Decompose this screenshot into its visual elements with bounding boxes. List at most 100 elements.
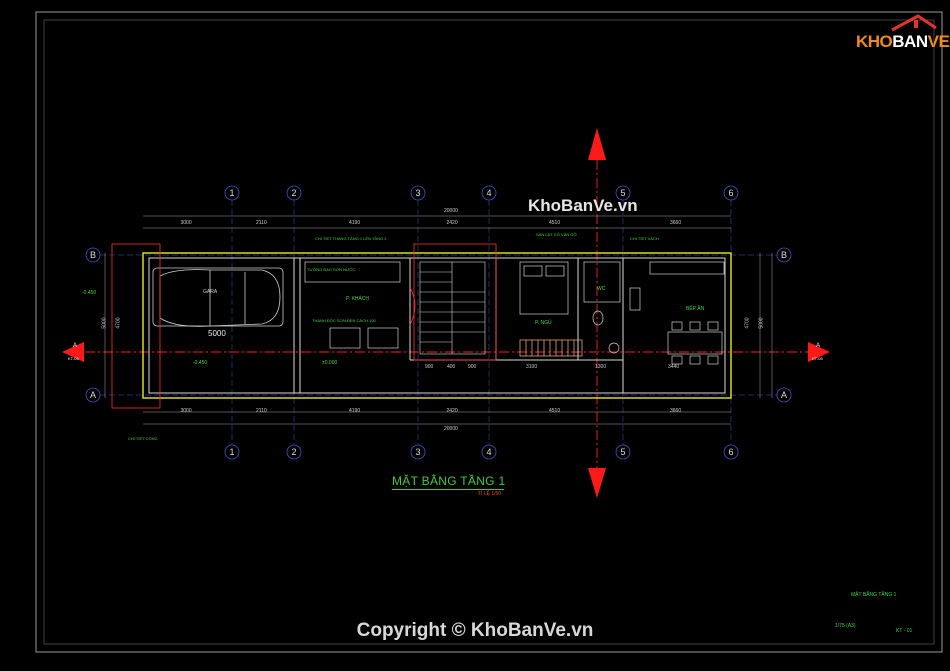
axis-right-A-label: A xyxy=(781,390,787,400)
watermark-text: KhoBanVe.vn xyxy=(528,196,638,215)
dim-bottom-1: 2110 xyxy=(256,408,267,414)
stair-red-frame xyxy=(413,243,497,361)
axis-bottom-2-label: 2 xyxy=(291,447,296,457)
garage-dim: 5000 xyxy=(208,329,226,338)
svg-text:CHI TIẾT THANG TẦNG 1 LÊN TẦNG: CHI TIẾT THANG TẦNG 1 LÊN TẦNG 2 xyxy=(315,236,387,241)
axis-right-B-label: B xyxy=(781,250,787,260)
staircase xyxy=(419,261,486,355)
axis-top-2-bubble xyxy=(286,185,302,201)
svg-text:SÀN LÁT GỖ VÂN GỖ: SÀN LÁT GỖ VÂN GỖ xyxy=(536,232,577,237)
room-dim-0: 3100 xyxy=(526,364,538,370)
titleblock-name: MẶT BẰNG TẦNG 1 xyxy=(851,592,897,598)
bedroom-furniture xyxy=(519,261,569,315)
wc-fixtures xyxy=(583,261,641,354)
section-sheet-left: KT-05 xyxy=(68,356,79,361)
room-dim-2: 3440 xyxy=(668,364,680,370)
garage-red-frame xyxy=(111,243,161,409)
axis-left-B-label: B xyxy=(90,250,96,260)
dim-bottom-4: 4510 xyxy=(549,408,561,414)
section-mark-left: A xyxy=(73,343,78,349)
room-wc: WC xyxy=(597,286,606,292)
dim-bottom-total: 20000 xyxy=(444,426,458,432)
axis-bottom-5-bubble xyxy=(615,444,631,460)
axis-top-2-label: 2 xyxy=(291,188,296,198)
room-living: P. KHÁCH xyxy=(346,296,369,302)
axis-bottom-6-bubble xyxy=(723,444,739,460)
house-roof-icon xyxy=(891,14,937,32)
dim-top-2: 4190 xyxy=(349,220,361,226)
stair-dim-1: 400 xyxy=(447,364,456,370)
dim-top-5: 3660 xyxy=(670,220,682,226)
dim-top-3: 2420 xyxy=(446,220,458,226)
dim-top-1: 2110 xyxy=(256,220,267,226)
axis-right-A-bubble xyxy=(776,387,792,403)
room-garage: GARA xyxy=(203,289,218,295)
drawing-title: MẶT BẰNG TẦNG 1 xyxy=(392,474,506,488)
dimension-lines xyxy=(104,215,773,425)
section-marks xyxy=(62,128,830,498)
copyright-text: Copyright © KhoBanVe.vn xyxy=(356,620,594,641)
svg-text:CHI TIẾT CỔNG: CHI TIẾT CỔNG xyxy=(128,436,158,441)
axis-top-4-label: 4 xyxy=(486,188,491,198)
door-arc xyxy=(409,287,416,326)
sheet-inner-border xyxy=(43,19,935,645)
living-furniture xyxy=(304,261,401,349)
svg-text:THANH ĐỘC SƠN ĐEN CÁCH 100: THANH ĐỘC SƠN ĐEN CÁCH 100 xyxy=(312,318,376,323)
axis-left-A-label: A xyxy=(90,390,96,400)
axis-bottom-6-label: 6 xyxy=(728,447,733,457)
dim-top-total: 20000 xyxy=(444,208,458,214)
axis-top-6-label: 6 xyxy=(728,188,733,198)
axis-bottom-1-label: 1 xyxy=(229,447,234,457)
room-annotations: CHI TIẾT THANG TẦNG 1 LÊN TẦNG 2 SÀN LÁT… xyxy=(128,232,659,441)
axis-top-4-bubble xyxy=(481,185,497,201)
axis-top-5-bubble xyxy=(615,185,631,201)
titleblock-scale: 1/75 (A3) xyxy=(835,623,856,629)
svg-text:TƯỜNG BAO SƠN NƯỚC: TƯỜNG BAO SƠN NƯỚC xyxy=(307,267,356,272)
section-mark-right: A xyxy=(816,343,821,349)
axis-bottom-3-label: 3 xyxy=(415,447,420,457)
dim-top-0: 3000 xyxy=(180,220,192,226)
car-symbol xyxy=(152,267,284,327)
wardrobe xyxy=(519,339,583,357)
titleblock-sheet: KT - 01 xyxy=(896,628,913,634)
axis-bottom-3-bubble xyxy=(410,444,426,460)
section-lines xyxy=(85,160,812,470)
axis-bottom-4-label: 4 xyxy=(486,447,491,457)
room-bedroom: P. NGỦ xyxy=(535,320,552,326)
axis-top-3-label: 3 xyxy=(415,188,420,198)
dim-bottom-3: 2420 xyxy=(446,408,458,414)
axis-top-1-label: 1 xyxy=(229,188,234,198)
axis-bubbles xyxy=(85,185,792,460)
building-walls xyxy=(142,252,732,399)
room-dim-1: 1300 xyxy=(595,364,607,370)
drawing-scale: TỈ LỆ 1/50 xyxy=(478,491,502,497)
dim-bottom-2: 4190 xyxy=(349,408,361,414)
room-kitchen: BẾP ĂN xyxy=(686,306,705,312)
khobanve-logo[interactable]: KHOBANVE xyxy=(852,14,950,56)
level-outside: -0.450 xyxy=(82,290,97,296)
logo-text: KHOBANVE xyxy=(856,32,950,51)
level-living: ±0.000 xyxy=(322,360,338,366)
axis-right-B-bubble xyxy=(776,247,792,263)
dim-side-right-1: 4700 xyxy=(744,317,751,329)
axis-top-5-label: 5 xyxy=(620,188,625,198)
axis-left-A-bubble xyxy=(85,387,101,403)
axis-bottom-1-bubble xyxy=(224,444,240,460)
dim-bottom-5: 3660 xyxy=(670,408,682,414)
section-sheet-right: KT-05 xyxy=(812,356,823,361)
axis-top-1-bubble xyxy=(224,185,240,201)
axis-top-3-bubble xyxy=(410,185,426,201)
level-garage: -0.450 xyxy=(193,360,208,366)
axis-left-B-bubble xyxy=(85,247,101,263)
stair-dim-0: 900 xyxy=(425,364,434,370)
stair-dim-2: 900 xyxy=(468,364,477,370)
title-underline xyxy=(392,489,504,490)
kitchen-furniture xyxy=(649,261,725,365)
dim-side-left-2: 4700 xyxy=(115,317,122,329)
interior-walls xyxy=(148,257,726,394)
axis-bottom-2-bubble xyxy=(286,444,302,460)
sheet-outer-border xyxy=(35,11,943,653)
